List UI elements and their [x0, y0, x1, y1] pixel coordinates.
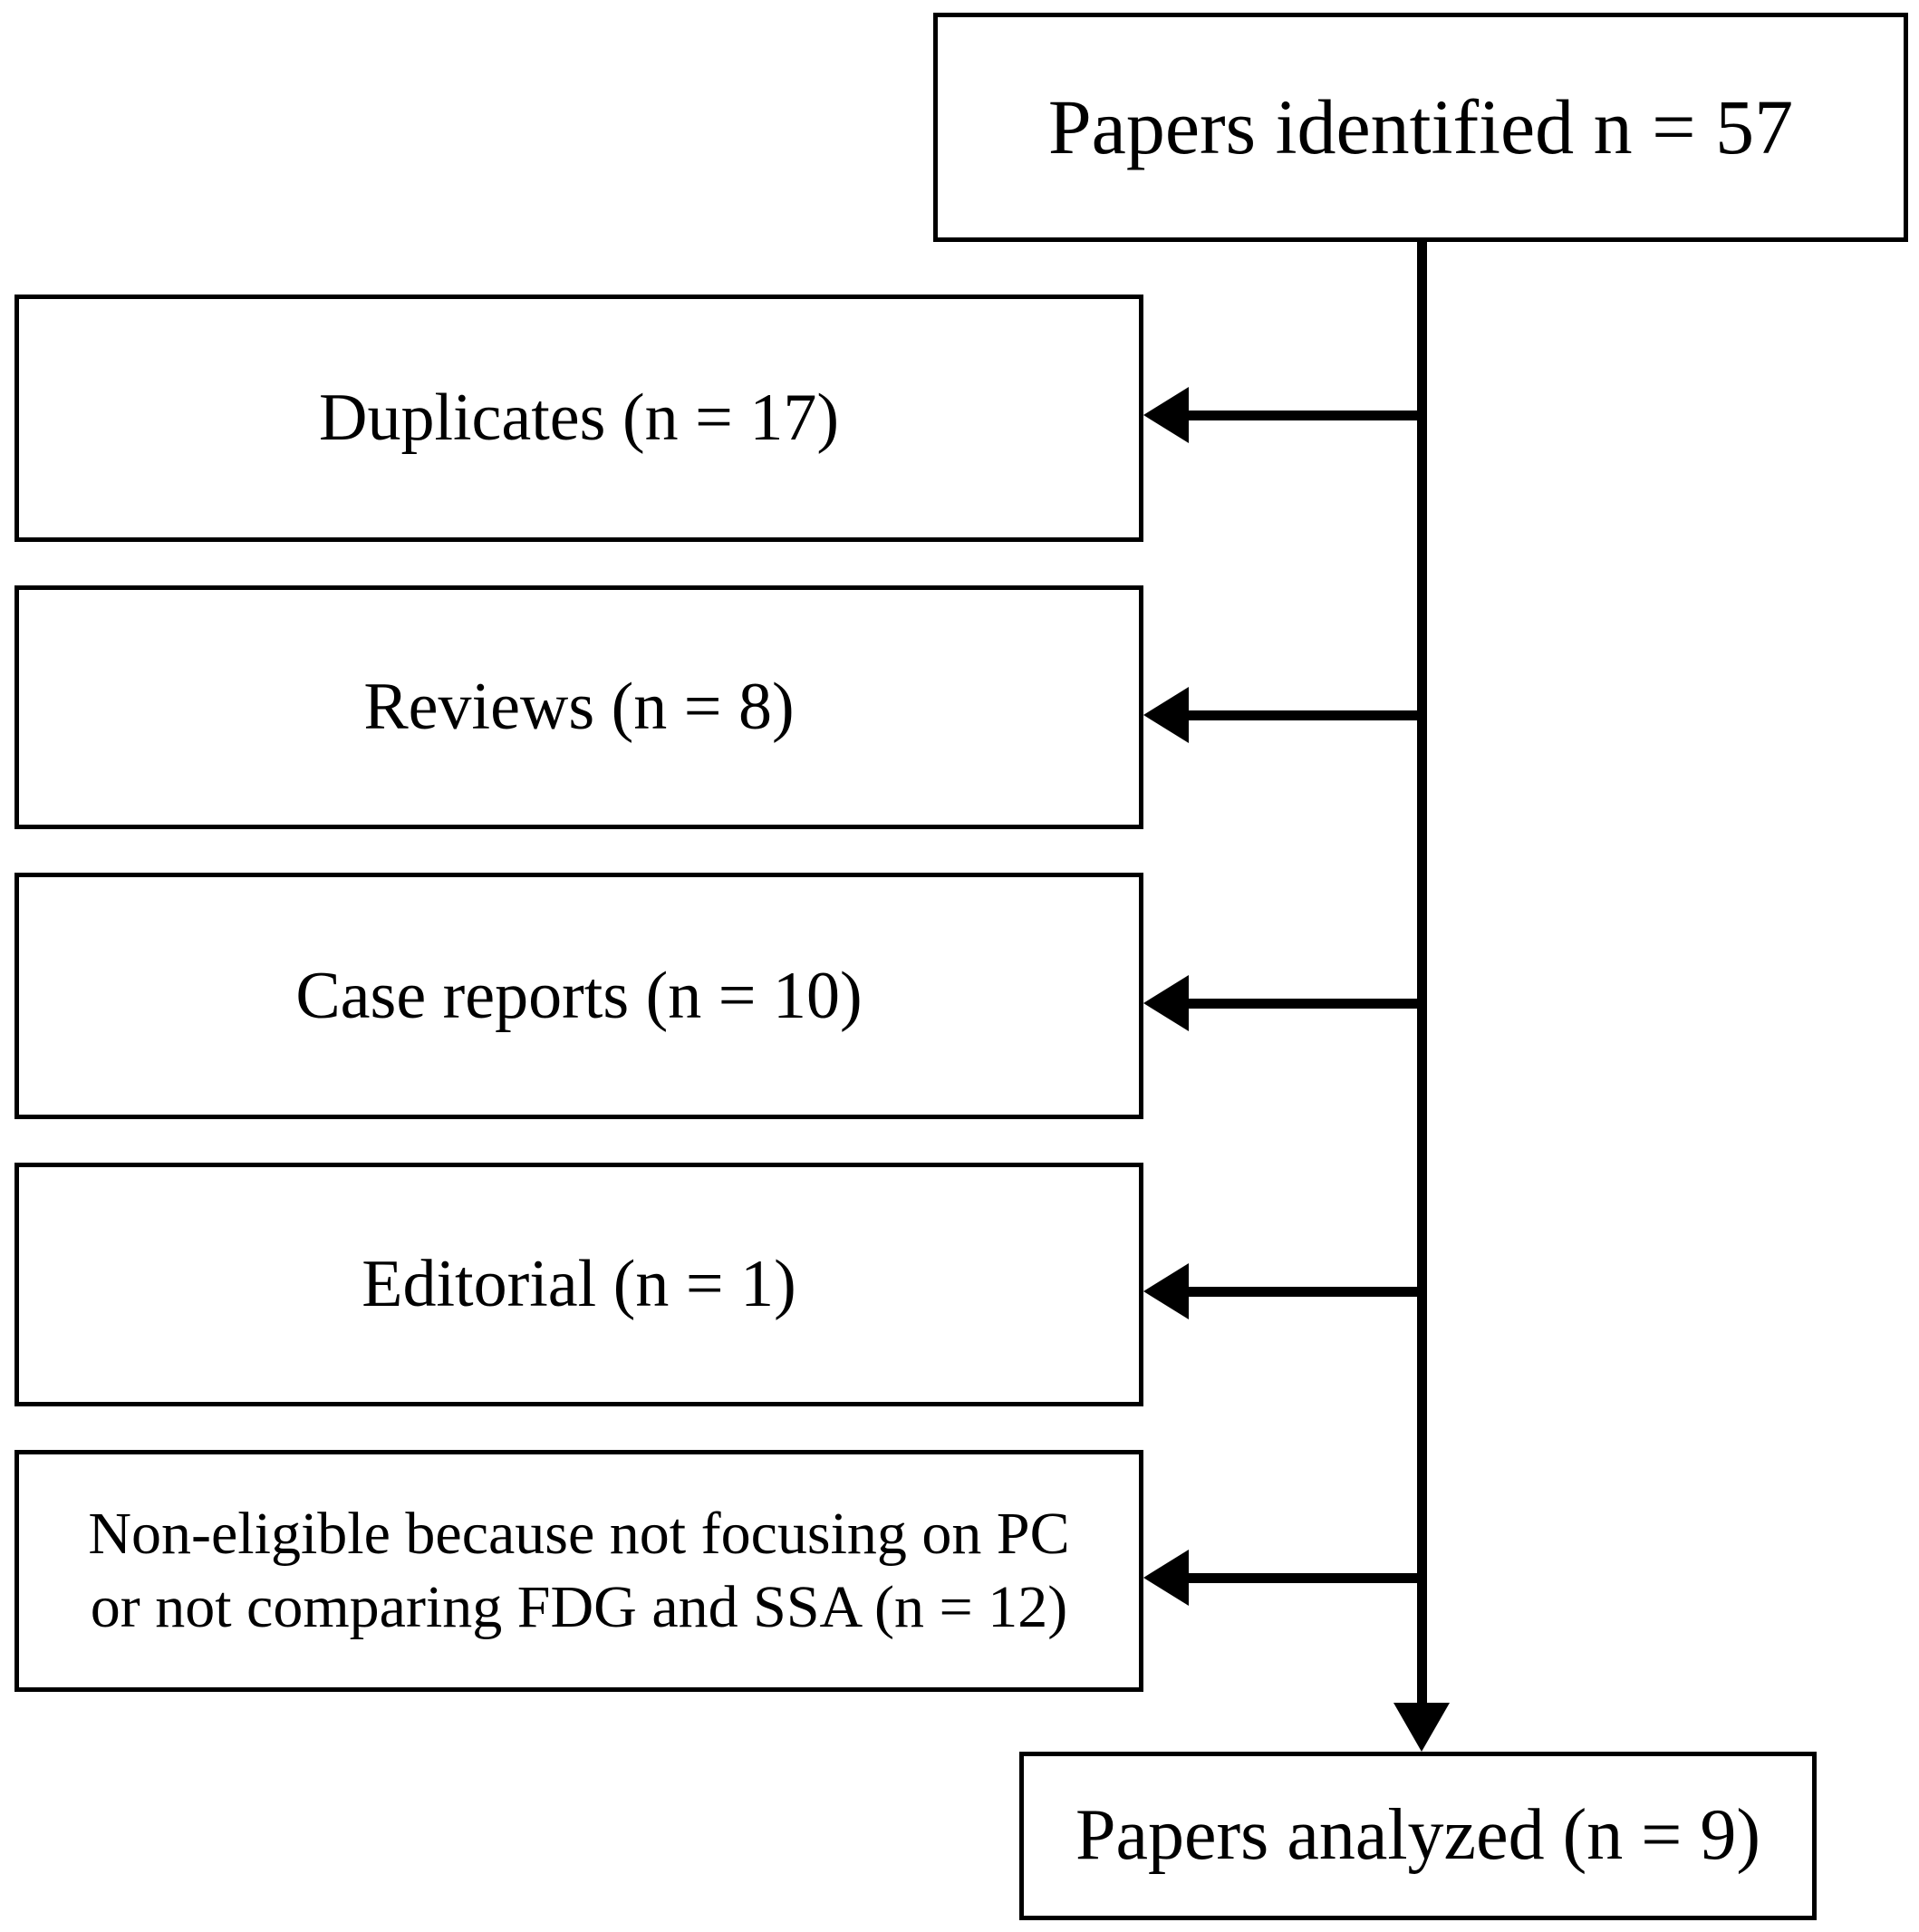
node-non-eligible-label: Non-eligible because not focusing on PC …	[88, 1500, 1070, 1640]
node-papers-analyzed: Papers analyzed (n = 9)	[1019, 1752, 1817, 1920]
node-editorial-label: Editorial (n = 1)	[362, 1247, 796, 1322]
node-editorial: Editorial (n = 1)	[14, 1163, 1143, 1406]
arrowhead-non-eligible	[1143, 1550, 1189, 1606]
arrowhead-case-reports	[1143, 975, 1189, 1031]
arrowhead-reviews	[1143, 687, 1189, 743]
node-reviews-label: Reviews (n = 8)	[363, 670, 795, 745]
node-case-reports-label: Case reports (n = 10)	[295, 958, 863, 1033]
branch-line-case-reports	[1189, 999, 1422, 1009]
node-duplicates: Duplicates (n = 17)	[14, 295, 1143, 542]
node-papers-identified-label: Papers identified n = 57	[1047, 83, 1794, 171]
branch-line-editorial	[1189, 1287, 1422, 1297]
branch-line-non-eligible	[1189, 1573, 1422, 1583]
main-trunk-line	[1417, 242, 1427, 1727]
node-reviews: Reviews (n = 8)	[14, 585, 1143, 829]
arrowhead-duplicates	[1143, 387, 1189, 443]
branch-line-reviews	[1189, 710, 1422, 720]
node-duplicates-label: Duplicates (n = 17)	[319, 381, 839, 456]
arrowhead-editorial	[1143, 1263, 1189, 1319]
node-case-reports: Case reports (n = 10)	[14, 873, 1143, 1119]
node-non-eligible: Non-eligible because not focusing on PC …	[14, 1450, 1143, 1692]
arrowhead-analyzed	[1393, 1703, 1450, 1752]
branch-line-duplicates	[1189, 411, 1422, 420]
node-papers-analyzed-label: Papers analyzed (n = 9)	[1075, 1795, 1760, 1876]
node-papers-identified: Papers identified n = 57	[933, 13, 1908, 242]
